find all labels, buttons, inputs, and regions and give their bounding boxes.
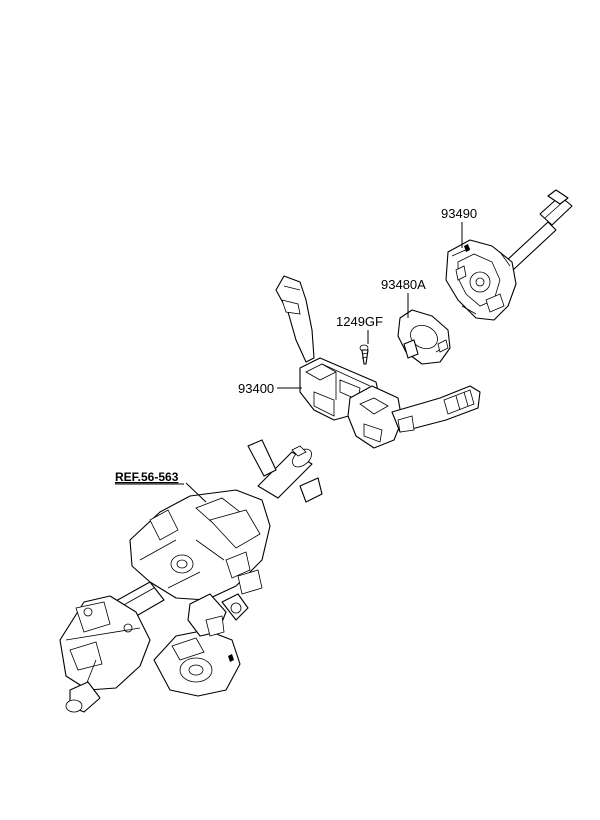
multifunction-switch-93400 [275, 275, 481, 449]
leader-line-ref-56-563 [185, 482, 207, 503]
part-label-1249GF: 1249GF [336, 314, 383, 329]
steering-angle-sensor-93480A [397, 309, 451, 365]
part-label-93480A: 93480A [381, 277, 426, 292]
part-label-93400: 93400 [238, 381, 274, 396]
steering-column-assembly [59, 439, 323, 713]
screw-1249GF [359, 344, 369, 365]
part-label-93490: 93490 [441, 206, 477, 221]
reference-label-56-563: REF.56-563 [115, 470, 179, 484]
clock-spring-assembly-93490 [445, 189, 573, 321]
